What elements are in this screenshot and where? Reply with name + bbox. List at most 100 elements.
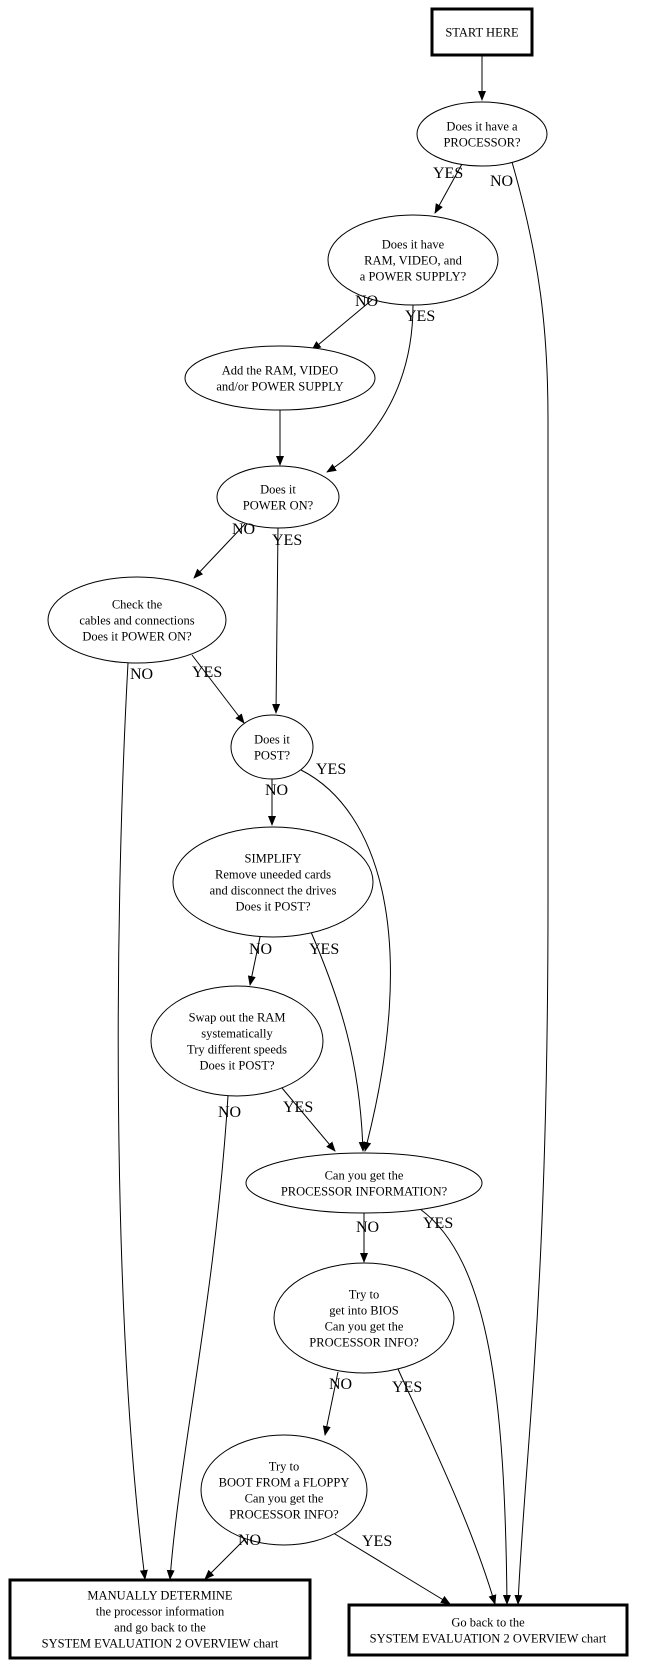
edge-label-yes: YES [309,941,339,958]
terminal-box [347,1603,629,1657]
edge-label-no: NO [490,173,513,190]
node-floppy: Try to BOOT FROM a FLOPPY Can you get theP… [200,1434,368,1546]
node-manual: MANUALLY DETERMINE the processor informat… [8,1578,312,1660]
node-text-line: MANUALLY DETERMINE [87,1589,233,1603]
edge-label-no: NO [218,1104,241,1121]
node-text-line: PROCESSOR INFO? [229,1508,339,1522]
node-text-line: RAM, VIDEO, and [364,254,462,268]
node-text-line: Does it [254,733,290,747]
edge-post-to-proc-info [300,769,391,1152]
node-text-line: Swap out the RAM [189,1011,286,1025]
node-processor: Does it have a PROCESSOR? [416,101,548,167]
decision-ellipse [245,1152,483,1214]
decision-ellipse [47,576,227,664]
node-text-line: and disconnect the drives [210,884,337,898]
node-text-line: Try different speeds [187,1043,287,1057]
node-text-line: SIMPLIFY [245,852,302,866]
node-text-line: PROCESSOR INFO? [309,1336,419,1350]
node-text-line: and/or POWER SUPPLY [216,380,343,394]
node-text-line: PROCESSOR? [443,136,521,150]
edge-label-no: NO [249,941,272,958]
node-text-line: Check the [112,598,163,612]
edge-label-yes: YES [362,1533,392,1550]
edge-label-yes: YES [192,664,222,681]
node-simplify: SIMPLIFY Remove uneeded cards and disconne… [172,826,374,938]
node-power-on: Does it POWER ON? [216,465,340,529]
node-text-line: the processor information [96,1605,225,1619]
edge-power-on-to-post [272,527,281,714]
edge-check-cables-to-manual [117,662,148,1580]
node-text-line: systematically [201,1027,273,1041]
terminal-box [430,7,534,57]
edge-swap-ram-to-manual [166,1095,229,1580]
node-text-line: Does it have [382,238,445,252]
edge-check-cables-to-post [191,654,245,724]
edge-label-yes: YES [405,308,435,325]
edge-ram-video-psu-to-power-on [326,304,414,473]
decision-ellipse [327,214,499,306]
edge-ram-video-psu-to-add-parts [311,298,374,351]
decision-ellipse [172,826,374,938]
node-text-line: Go back to the [451,1616,525,1630]
node-text-line: Can you get the [325,1320,404,1334]
edge-label-yes: YES [423,1215,453,1232]
node-text-line: POWER ON? [243,499,314,513]
decision-ellipse [184,345,376,411]
node-text-line: a POWER SUPPLY? [360,270,467,284]
edge-processor-to-go-back [511,161,549,1605]
node-text-line: PROCESSOR INFORMATION? [281,1185,448,1199]
node-text-line: Can you get the [325,1169,404,1183]
edge-swap-ram-to-proc-info [281,1087,336,1152]
node-text-line: Try to [349,1288,379,1302]
node-text-line: Add the RAM, VIDEO [222,364,338,378]
node-text-line: SYSTEM EVALUATION 2 OVERVIEW chart [42,1637,279,1651]
node-text-line: Try to [269,1460,299,1474]
edge-label-no: NO [329,1376,352,1393]
edge-label-yes: YES [272,532,302,549]
node-text-line: SYSTEM EVALUATION 2 OVERVIEW chart [370,1632,607,1646]
decision-ellipse [230,714,314,780]
node-text-line: POST? [254,749,291,763]
node-text-line: cables and connections [79,614,194,628]
node-text-line: and go back to the [114,1621,206,1635]
node-text-line: Does it have a [446,120,518,134]
node-text-line: BOOT FROM a FLOPPY [219,1476,350,1490]
node-text-line: Does it POST? [236,900,311,914]
node-text-line: Remove uneeded cards [215,868,331,882]
edge-bios-to-floppy [322,1371,339,1436]
edge-power-on-to-check-cables [193,523,246,579]
decision-ellipse [150,985,324,1097]
edge-floppy-to-manual [204,1537,247,1580]
node-text-line: Does it POST? [200,1059,275,1073]
edge-label-yes: YES [316,761,346,778]
edge-proc-info-to-go-back [419,1208,511,1605]
edge-processor-to-ram-video-psu [434,163,463,214]
node-add-parts: Add the RAM, VIDEO and/or POWER SUPPLY [184,345,376,411]
edge-label-no: NO [265,782,288,799]
node-start: START HERE [430,7,534,57]
decision-ellipse [216,465,340,529]
node-text-line: Does it POWER ON? [82,630,192,644]
edge-simplify-to-proc-info [310,931,367,1152]
node-post: Does it POST? [230,714,314,780]
node-text-line: Does it [260,483,296,497]
edge-label-no: NO [238,1532,261,1549]
edge-label-yes: YES [392,1379,422,1396]
edge-bios-to-go-back [397,1368,497,1605]
edge-simplify-to-swap-ram [247,936,261,986]
edge-label-no: NO [232,521,255,538]
edge-label-yes: YES [433,165,463,182]
decision-ellipse [416,101,548,167]
terminal-box [8,1578,312,1660]
edge-label-no: NO [130,666,153,683]
decision-ellipse [273,1262,455,1374]
edge-label-yes: YES [283,1099,313,1116]
node-text-line: Can you get the [245,1492,324,1506]
